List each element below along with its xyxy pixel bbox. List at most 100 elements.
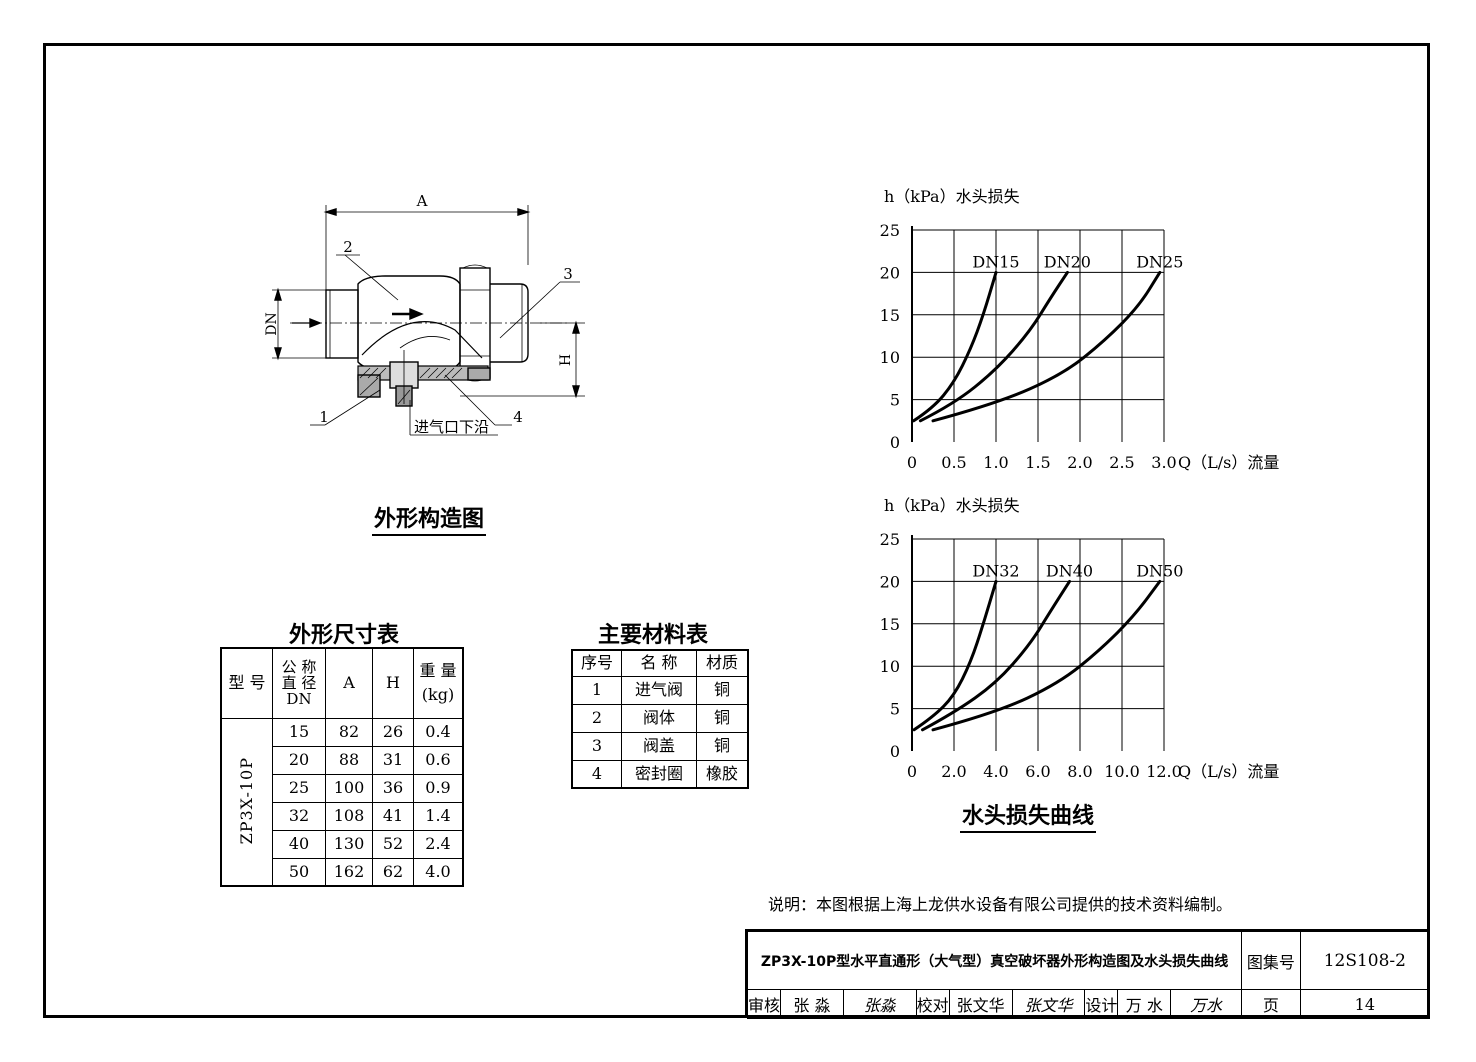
dimension-table: 型 号 公 称 直 径 DN A H 重 量 (kg) ZP3X-10P 15 … <box>220 647 464 887</box>
x-tick-label: 12.0 <box>1146 762 1182 781</box>
y-tick-label: 0 <box>890 742 900 761</box>
x-tick-label: 1.5 <box>1025 453 1050 472</box>
table-cell: 铜 <box>696 675 749 705</box>
table-cell: 32 <box>272 801 326 831</box>
table-cell: 4 <box>571 759 622 789</box>
table-cell: 阀盖 <box>621 731 697 761</box>
table-cell: 0.9 <box>413 773 464 803</box>
table-cell: 108 <box>325 801 373 831</box>
series-line-dn50 <box>931 579 1162 732</box>
curves-title: 水头损失曲线 <box>960 803 1097 833</box>
series-label-dn20: DN20 <box>1044 252 1091 271</box>
y-tick-label: 25 <box>880 221 900 240</box>
x-tick-label: 4.0 <box>983 762 1008 781</box>
header-index: 序号 <box>571 649 622 677</box>
reviewer-name: 张 淼 <box>780 989 844 1019</box>
page-label: 页 <box>1241 989 1301 1019</box>
checker-name: 张文华 <box>948 989 1013 1019</box>
y-axis-label: h（kPa）水头损失 <box>884 187 1020 206</box>
checker-signature: 张文华 <box>1011 989 1086 1019</box>
table-cell: 4.0 <box>413 857 464 887</box>
part-label-3: 3 <box>563 265 573 283</box>
header-name: 名 称 <box>621 649 697 677</box>
x-tick-label: 8.0 <box>1067 762 1092 781</box>
x-axis-label: Q（L/s）流量 <box>1178 453 1279 472</box>
header-material: 材质 <box>696 649 749 677</box>
series-line-dn25 <box>931 270 1162 423</box>
table-cell: 88 <box>325 745 373 775</box>
y-tick-label: 10 <box>880 657 900 676</box>
series-line-dn20 <box>918 270 1069 423</box>
table-cell: 0.6 <box>413 745 464 775</box>
x-tick-label: 0 <box>907 453 917 472</box>
series-line-dn40 <box>921 579 1071 732</box>
table-cell: 0.4 <box>413 717 464 747</box>
table-cell: 31 <box>372 745 414 775</box>
valve-drawing: A DN H 2 3 1 4 进气口下沿 <box>264 192 585 436</box>
part-label-4: 4 <box>513 408 523 426</box>
header-weight: 重 量 (kg) <box>413 647 464 719</box>
y-tick-label: 15 <box>880 306 900 325</box>
x-tick-label: 0 <box>907 762 917 781</box>
table-cell: 进气阀 <box>621 675 697 705</box>
table-cell: 82 <box>325 717 373 747</box>
series-label-dn50: DN50 <box>1136 561 1183 580</box>
y-tick-label: 0 <box>890 433 900 452</box>
title-block: ZP3X-10P型水平直通形（大气型）真空破坏器外形构造图及水头损失曲线 图集号… <box>745 929 1431 1019</box>
table-cell: 1 <box>571 675 622 705</box>
header-h: H <box>372 647 414 719</box>
part-label-2: 2 <box>343 238 353 256</box>
table-cell: 36 <box>372 773 414 803</box>
header-model: 型 号 <box>220 647 273 719</box>
part-label-1: 1 <box>319 408 329 426</box>
x-tick-label: 3.0 <box>1151 453 1176 472</box>
table-cell: 52 <box>372 829 414 859</box>
table-cell: 41 <box>372 801 414 831</box>
series-label-dn25: DN25 <box>1136 252 1183 271</box>
model-cell: ZP3X-10P <box>220 717 273 887</box>
table-cell: 阀体 <box>621 703 697 733</box>
table-cell: 130 <box>325 829 373 859</box>
note-text: 说明：本图根据上海上龙供水设备有限公司提供的技术资料编制。 <box>768 895 1233 914</box>
header-a: A <box>325 647 373 719</box>
atlas-label: 图集号 <box>1241 931 1301 990</box>
table-cell: 铜 <box>696 731 749 761</box>
y-tick-label: 5 <box>890 700 900 719</box>
x-tick-label: 1.0 <box>983 453 1008 472</box>
table-cell: 2.4 <box>413 829 464 859</box>
y-tick-label: 20 <box>880 263 900 282</box>
drawing-title: 外形构造图 <box>372 506 487 536</box>
drawing-frame <box>43 43 1430 1018</box>
dim-a-label: A <box>416 192 428 210</box>
design-label: 设计 <box>1084 989 1119 1019</box>
designer-signature: 万水 <box>1170 989 1243 1019</box>
review-label: 审核 <box>746 989 782 1019</box>
reviewer-signature: 张淼 <box>842 989 917 1019</box>
material-table-title: 主要材料表 <box>598 623 709 648</box>
table-cell: 100 <box>325 773 373 803</box>
table-cell: 20 <box>272 745 326 775</box>
designer-name: 万 水 <box>1117 989 1172 1019</box>
dim-h-label: H <box>558 354 574 366</box>
y-tick-label: 15 <box>880 615 900 634</box>
header-dn: 公 称 直 径 DN <box>272 647 326 719</box>
table-cell: 3 <box>571 731 622 761</box>
y-tick-label: 10 <box>880 348 900 367</box>
x-tick-label: 2.0 <box>1067 453 1092 472</box>
page-number: 14 <box>1299 989 1431 1019</box>
x-tick-label: 10.0 <box>1104 762 1140 781</box>
table-cell: 1.4 <box>413 801 464 831</box>
y-tick-label: 25 <box>880 530 900 549</box>
x-tick-label: 2.0 <box>941 762 966 781</box>
table-cell: 162 <box>325 857 373 887</box>
x-axis-label: Q（L/s）流量 <box>1178 762 1279 781</box>
table-cell: 密封圈 <box>621 759 697 789</box>
table-cell: 2 <box>571 703 622 733</box>
check-label: 校对 <box>915 989 950 1019</box>
x-tick-label: 0.5 <box>941 453 966 472</box>
dimension-table-title: 外形尺寸表 <box>289 623 400 648</box>
series-line-dn15 <box>912 270 998 423</box>
y-tick-label: 20 <box>880 572 900 591</box>
